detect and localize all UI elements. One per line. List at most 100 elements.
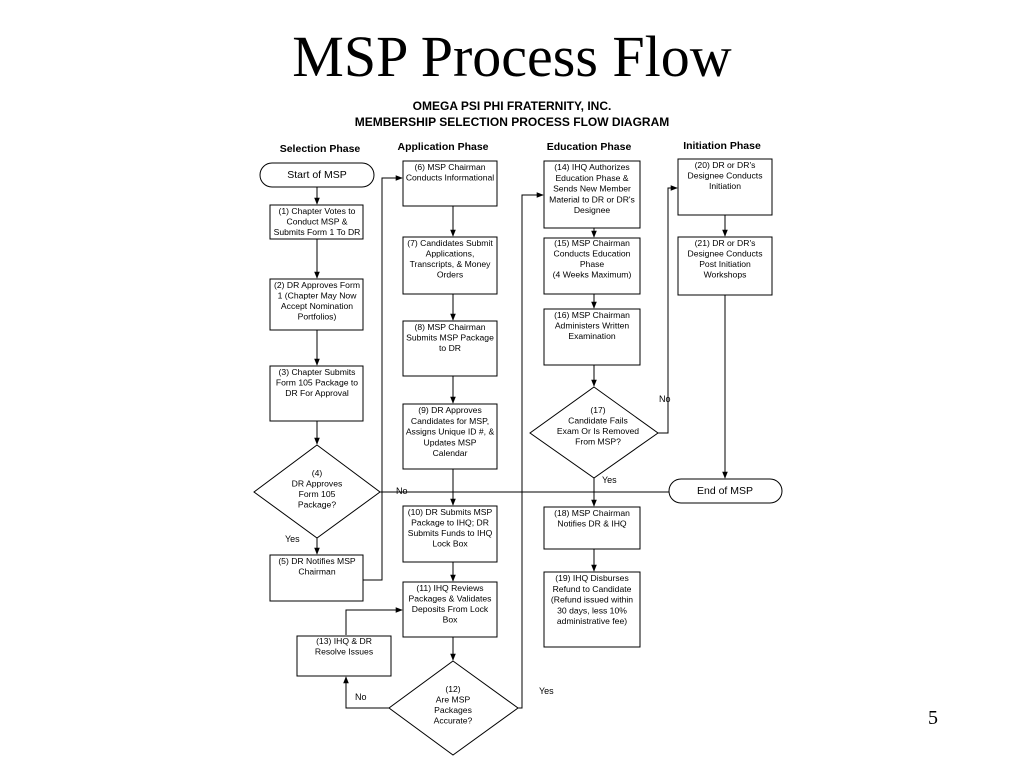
node-19-ihq-disburses-refund — [543, 571, 641, 648]
node-label-line: Initiation — [709, 181, 741, 191]
node-label-line: (2) DR Approves Form — [274, 280, 360, 290]
node-label-line: Packages — [434, 705, 472, 715]
node-label-line: Box — [443, 615, 459, 625]
node-label-line: Education Phase & — [555, 173, 628, 183]
node-label-line: Updates MSP — [423, 437, 476, 447]
node-label-line: Conduct MSP & — [287, 217, 348, 227]
phase-label-education: Education Phase — [547, 141, 632, 153]
node-label-line: (7) Candidates Submit — [407, 238, 493, 248]
edge-n5-n6 — [363, 175, 403, 581]
node-label-line: From MSP? — [575, 437, 621, 447]
node-label-line: (12) — [445, 684, 460, 694]
node-label-line: Material to DR or DR's — [549, 194, 635, 204]
node-label-line: Calendar — [433, 448, 468, 458]
node-20-conducts-initiation — [677, 158, 773, 216]
node-label-line: to DR — [439, 343, 461, 353]
node-label-start: Start of MSP — [287, 169, 347, 181]
node-label-line: 1 (Chapter May Now — [278, 291, 358, 301]
node-label-line: (3) Chapter Submits — [279, 367, 356, 377]
node-label-line: Applications, — [426, 249, 475, 259]
phase-label-initiation: Initiation Phase — [683, 140, 761, 152]
connectors — [314, 175, 728, 709]
node-label-line: Assigns Unique ID #, & — [406, 427, 495, 437]
node-label-line: (5) DR Notifies MSP — [278, 556, 356, 566]
node-label-line: (1) Chapter Votes to — [279, 206, 356, 216]
node-label-line: Sends New Member — [553, 184, 631, 194]
edge-label-n4-yes: Yes — [285, 534, 300, 544]
slide-title: MSP Process Flow — [292, 24, 732, 89]
edge-label-n17-yes: Yes — [602, 475, 617, 485]
node-3-chapter-submits-form-105 — [269, 365, 364, 422]
phase-label-selection: Selection Phase — [280, 143, 361, 155]
node-label-line: Candidates for MSP, — [411, 416, 489, 426]
node-label-line: (13) IHQ & DR — [316, 636, 372, 646]
node-label-line: (17) — [590, 405, 605, 415]
edge-label-n4-no: No — [396, 486, 408, 496]
node-label-end: End of MSP — [697, 485, 753, 497]
node-label-line: Notifies DR & IHQ — [557, 519, 627, 529]
diagram-heading-line2: MEMBERSHIP SELECTION PROCESS FLOW DIAGRA… — [355, 115, 669, 129]
node-10-dr-submits-to-ihq — [402, 505, 498, 563]
node-9-dr-approves-candidates — [402, 403, 498, 470]
diagram-heading-line1: OMEGA PSI PHI FRATERNITY, INC. — [413, 99, 612, 113]
node-18-chairman-notifies — [543, 506, 641, 550]
node-label-line: Deposits From Lock — [412, 604, 489, 614]
node-label-line: (14) IHQ Authorizes — [554, 162, 629, 172]
node-label-line: Conducts Education — [554, 249, 631, 259]
node-label-line: Refund to Candidate — [553, 584, 632, 594]
node-label-line: Chairman — [298, 567, 335, 577]
node-label-line: (21) DR or DR's — [695, 238, 756, 248]
node-14-ihq-authorizes — [543, 160, 641, 229]
node-label-line: Package to IHQ; DR — [411, 518, 489, 528]
edge-label-n17-no: No — [659, 394, 671, 404]
node-label-line: Start of MSP — [287, 169, 347, 181]
node-label-line: (18) MSP Chairman — [554, 508, 630, 518]
node-11-ihq-reviews — [402, 581, 498, 638]
node-label-line: Form 105 — [299, 489, 336, 499]
node-label-line: Resolve Issues — [315, 647, 373, 657]
edge-label-n12-yes: Yes — [539, 686, 554, 696]
node-label-line: DR For Approval — [285, 388, 349, 398]
node-label-line: (6) MSP Chairman — [415, 162, 486, 172]
node-start-of-msp — [259, 162, 375, 188]
node-5-dr-notifies-chairman — [269, 554, 364, 602]
node-13-resolve-issues — [296, 635, 392, 677]
node-label-line: Submits Form 1 To DR — [274, 227, 361, 237]
edge-n17-n20-no — [658, 185, 678, 434]
node-label-line: Package? — [298, 500, 336, 510]
node-label-line: Post Initiation — [699, 259, 751, 269]
node-label-line: (9) DR Approves — [418, 405, 482, 415]
node-label-line: Candidate Fails — [568, 416, 628, 426]
node-7-candidates-submit — [402, 236, 498, 295]
diagram-nodes — [253, 158, 783, 756]
phase-label-application: Application Phase — [397, 141, 488, 153]
node-label-line: (10) DR Submits MSP — [408, 507, 493, 517]
node-label-line: Packages & Validates — [409, 594, 492, 604]
node-label-line: Portfolios) — [298, 312, 337, 322]
node-label-line: Submits Funds to IHQ — [408, 528, 493, 538]
node-label-line: Are MSP — [436, 695, 471, 705]
node-12-decision-packages-accurate — [388, 660, 519, 756]
node-label-line: Exam Or Is Removed — [557, 426, 639, 436]
node-label-line: Phase — [580, 259, 605, 269]
page-number: 5 — [928, 707, 938, 729]
node-label-line: 30 days, less 10% — [557, 605, 627, 615]
node-label-line: Workshops — [704, 270, 747, 280]
node-label-line: Accurate? — [434, 716, 473, 726]
node-8-chairman-submits-package — [402, 320, 498, 377]
node-label-line: Designee Conducts — [687, 171, 762, 181]
